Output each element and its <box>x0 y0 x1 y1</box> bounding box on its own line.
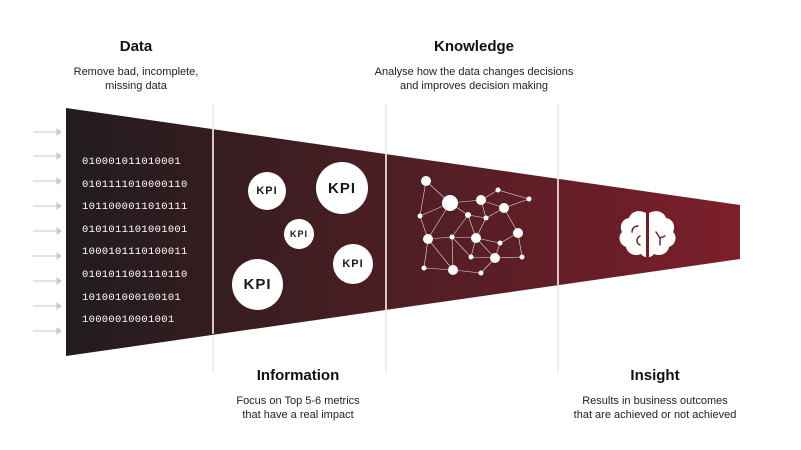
kpi-bubble: KPI <box>248 172 286 210</box>
stage-description-knowledge: Analyse how the data changes decisions a… <box>374 66 574 92</box>
arrow-right-icon <box>33 152 62 160</box>
stage-title-information: Information <box>256 367 340 384</box>
arrow-right-icon <box>33 327 62 335</box>
kpi-bubble: KPI <box>316 162 368 214</box>
arrow-right-icon <box>33 252 62 260</box>
binary-row: 1000101110100011 <box>82 246 188 259</box>
stage-title-knowledge: Knowledge <box>433 38 514 55</box>
binary-row: 010001011010001 <box>82 156 182 168</box>
input-arrows <box>33 128 62 335</box>
kpi-bubble: KPI <box>284 219 314 249</box>
binary-row: 10000010001001 <box>82 314 175 327</box>
stage-title-insight: Insight <box>630 367 680 384</box>
arrow-right-icon <box>33 227 62 235</box>
brain-icon <box>619 211 676 257</box>
network-graph-icon <box>417 176 532 276</box>
stage-description-information: Focus on Top 5-6 metrics that have a rea… <box>236 395 360 421</box>
kpi-bubble: KPI <box>232 259 283 310</box>
arrow-right-icon <box>33 302 62 310</box>
binary-row: 0101111010000110 <box>82 178 188 191</box>
stage-description-data: Remove bad, incomplete, missing data <box>73 66 199 92</box>
arrow-right-icon <box>33 202 62 210</box>
stage-title-data: Data <box>119 38 153 55</box>
binary-row: 1011000011010111 <box>82 201 188 214</box>
binary-row: 101001000100101 <box>82 291 182 304</box>
binary-data-block: 010001011010001 0101111010000110 1011000… <box>82 151 188 332</box>
funnel-separators <box>212 128 559 334</box>
binary-row: 0101011001110110 <box>82 268 188 281</box>
arrow-right-icon <box>33 177 62 185</box>
stage-description-insight: Results in business outcomes that are ac… <box>573 395 737 421</box>
arrow-right-icon <box>33 277 62 285</box>
kpi-bubble: KPI <box>333 244 373 284</box>
arrow-right-icon <box>33 128 62 136</box>
binary-row: 0101011101001001 <box>82 223 188 236</box>
